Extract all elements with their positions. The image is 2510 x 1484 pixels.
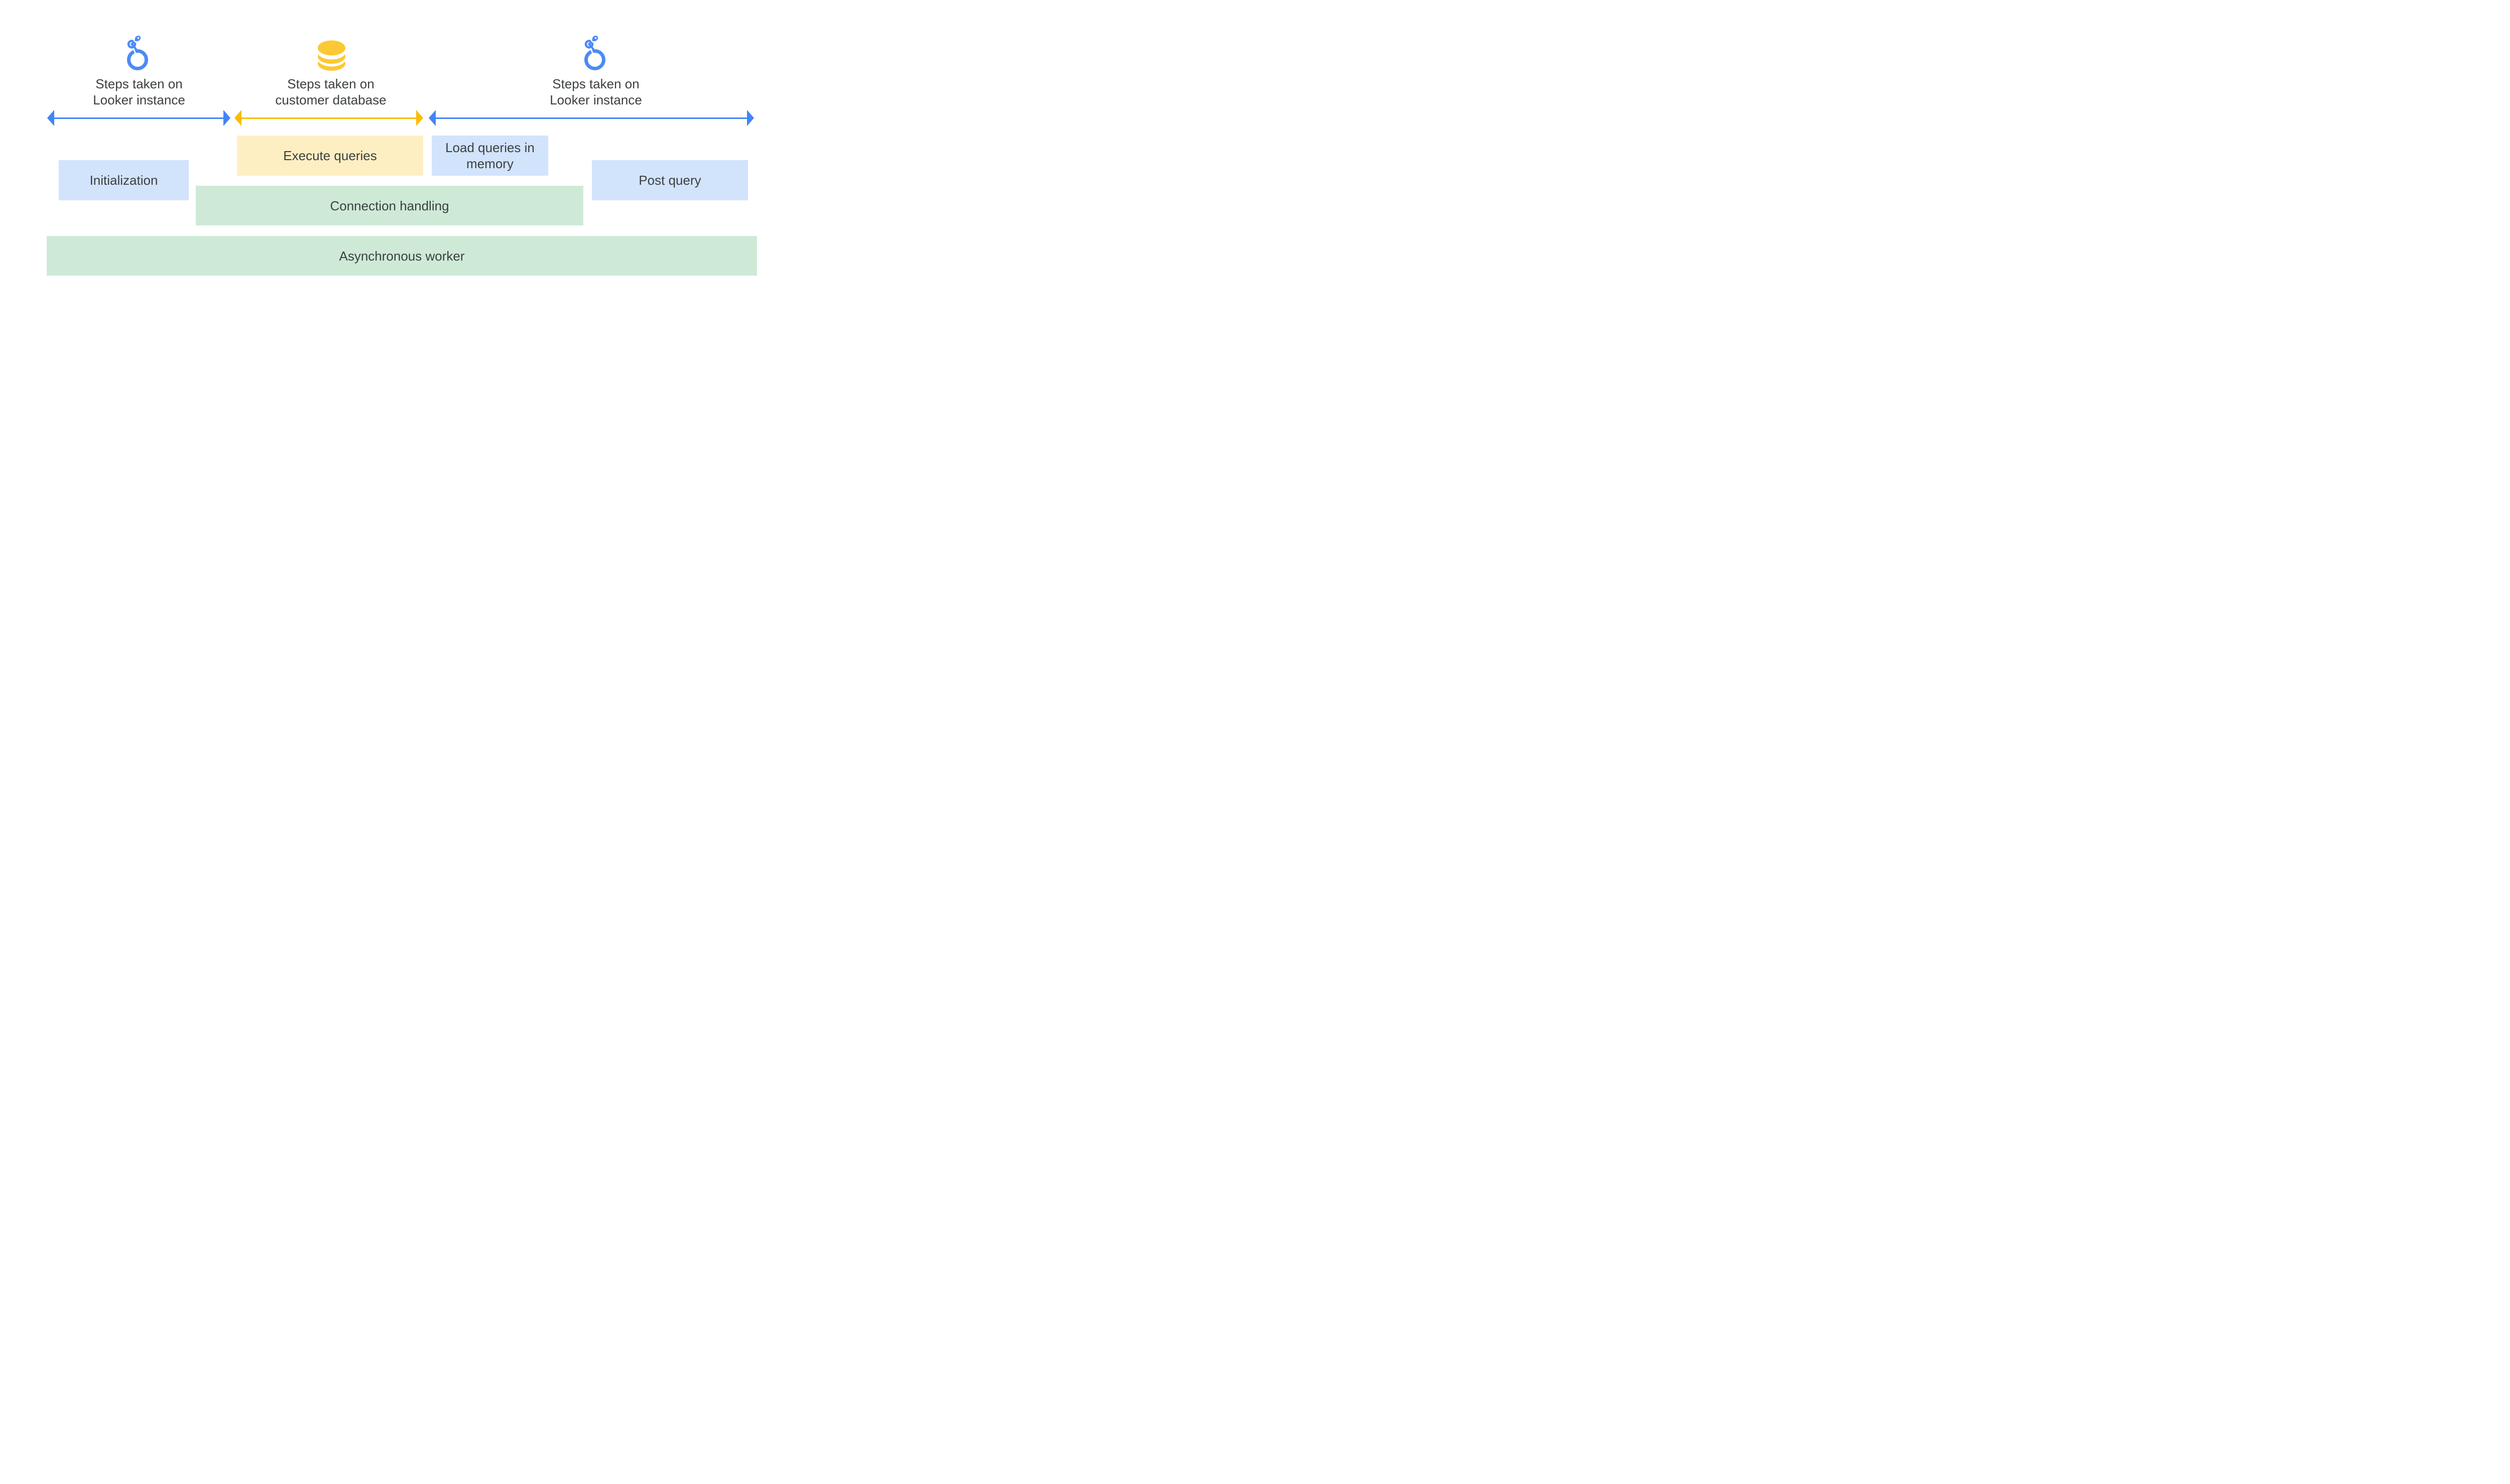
box-post-query: Post query [592,160,748,200]
arrow-head-right-icon [747,110,754,126]
box-label: Post query [639,173,701,188]
box-label: memory [466,156,514,171]
arrow-shaft [240,117,417,119]
label-line: Steps taken on [95,76,183,91]
box-connection-handling: Connection handling [196,186,583,225]
box-initialization: Initialization [59,160,189,200]
arrow-head-right-icon [416,110,423,126]
section-label-looker-left: Steps taken on Looker instance [34,76,244,108]
span-arrow-customer-database [234,110,423,126]
box-asynchronous-worker: Asynchronous worker [47,236,757,276]
span-arrow-looker-left [47,110,230,126]
arrow-head-right-icon [223,110,230,126]
box-label: Asynchronous worker [339,248,465,264]
box-label: Load queries in [445,140,535,155]
box-load-queries-in-memory: Load queries in memory [432,136,548,176]
box-label: Initialization [89,173,158,188]
label-line: Looker instance [550,92,642,107]
box-label: Execute queries [283,148,377,163]
section-label-looker-right: Steps taken on Looker instance [490,76,701,108]
label-line: customer database [275,92,387,107]
label-line: Steps taken on [552,76,640,91]
box-label: Connection handling [330,198,449,213]
label-line: Steps taken on [287,76,374,91]
looker-logo-icon [127,35,148,70]
database-icon [318,40,345,71]
arrow-head-left-icon [429,110,436,126]
looker-logo-icon [584,35,605,70]
box-execute-queries: Execute queries [237,136,423,176]
arrow-shaft [53,117,224,119]
section-label-customer-database: Steps taken on customer database [225,76,436,108]
label-line: Looker instance [93,92,185,107]
arrow-shaft [435,117,748,119]
arrow-head-left-icon [47,110,54,126]
arrow-head-left-icon [234,110,241,126]
looker-query-process-diagram: Steps taken on Looker instance Steps tak… [0,0,803,297]
span-arrow-looker-right [429,110,754,126]
